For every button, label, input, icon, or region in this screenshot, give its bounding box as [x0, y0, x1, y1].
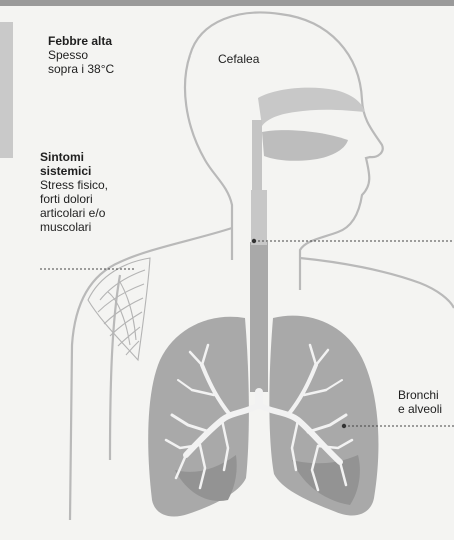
throat-leader-dot — [252, 239, 256, 243]
shoulder-muscle — [88, 258, 150, 360]
headache-label: Cefalea — [218, 52, 259, 66]
headache-body: Cefalea — [218, 52, 259, 66]
fever-title: Febbre alta — [48, 34, 114, 48]
systemic-body: Stress fisico, forti dolori articolari e… — [40, 178, 108, 234]
larynx — [251, 190, 267, 245]
bronchi-leader-dot — [342, 424, 346, 428]
systemic-title: Sintomi sistemici — [40, 150, 108, 178]
nasal-oral-cavity — [252, 88, 365, 190]
trachea — [250, 242, 268, 392]
bronchi-label: Bronchi e alveoli — [398, 388, 442, 416]
fever-label: Febbre alta Spesso sopra i 38°C — [48, 34, 114, 76]
fever-body: Spesso sopra i 38°C — [48, 48, 114, 76]
systemic-label: Sintomi sistemici Stress fisico, forti d… — [40, 150, 108, 234]
bronchi-body: Bronchi e alveoli — [398, 388, 442, 416]
